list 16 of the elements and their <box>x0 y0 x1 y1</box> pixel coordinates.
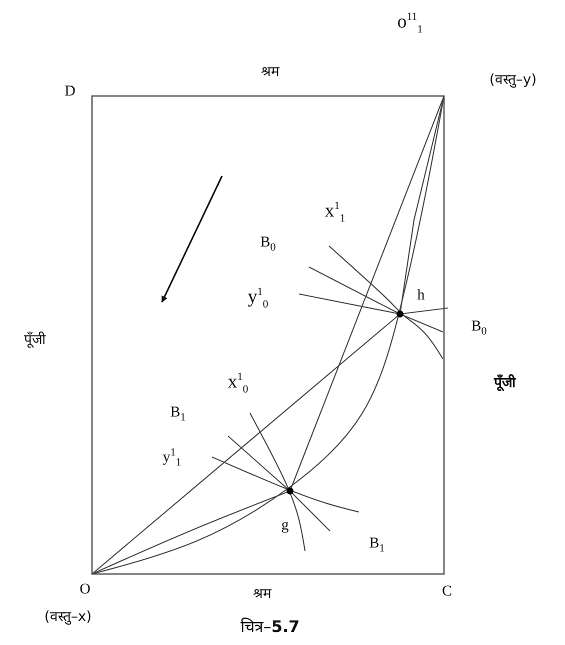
axis-label: श्रम <box>261 65 279 79</box>
point-label: C <box>442 584 452 600</box>
point-label: B$_{0}$ <box>260 236 276 250</box>
axis-label: पूँजी <box>494 376 516 390</box>
point-label: B$_{1}$ <box>170 406 186 420</box>
axis-label: (वस्तु–y) <box>489 73 537 87</box>
point-label: B$_{1}$ <box>369 536 385 552</box>
figure-caption: चित्र–5.7 <box>240 616 300 637</box>
axis-label: पूँजी <box>24 333 46 347</box>
point-label: h <box>417 288 425 304</box>
axis-label: श्रम <box>253 587 271 601</box>
axis-label: (वस्तु–x) <box>44 610 92 624</box>
point-label: g <box>281 518 289 534</box>
point-label: O <box>80 582 90 598</box>
point-label: D <box>64 84 76 100</box>
point-label: B$_{0}$ <box>471 320 487 334</box>
